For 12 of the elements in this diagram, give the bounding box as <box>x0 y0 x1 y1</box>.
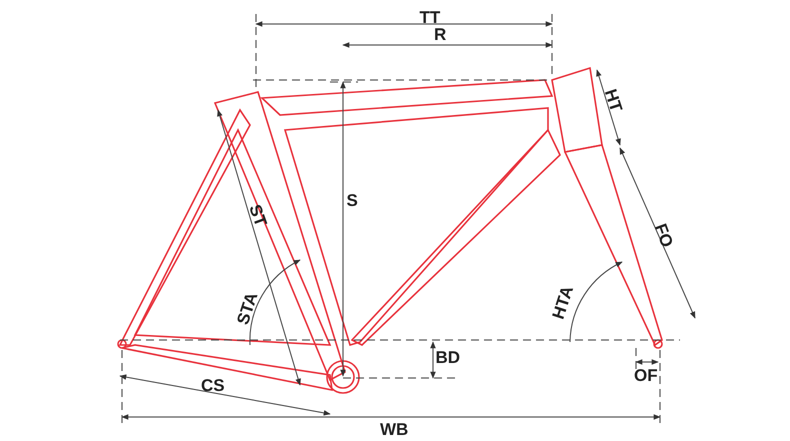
dimension-label: TT <box>420 8 440 26</box>
dimension-label: ST <box>246 202 270 228</box>
dimension-label: FO <box>652 221 676 249</box>
dimension-label: R <box>434 26 446 42</box>
dimension-label: STA <box>234 290 260 326</box>
dimension-label: S <box>346 192 358 208</box>
dimension-label: BD <box>436 348 460 366</box>
dimension-label: CS <box>201 376 225 394</box>
dimension-label: HTA <box>550 283 576 321</box>
dimension-label: OF <box>634 366 658 384</box>
dimension-label: WB <box>380 420 408 438</box>
dimension-label: HT <box>601 86 624 114</box>
